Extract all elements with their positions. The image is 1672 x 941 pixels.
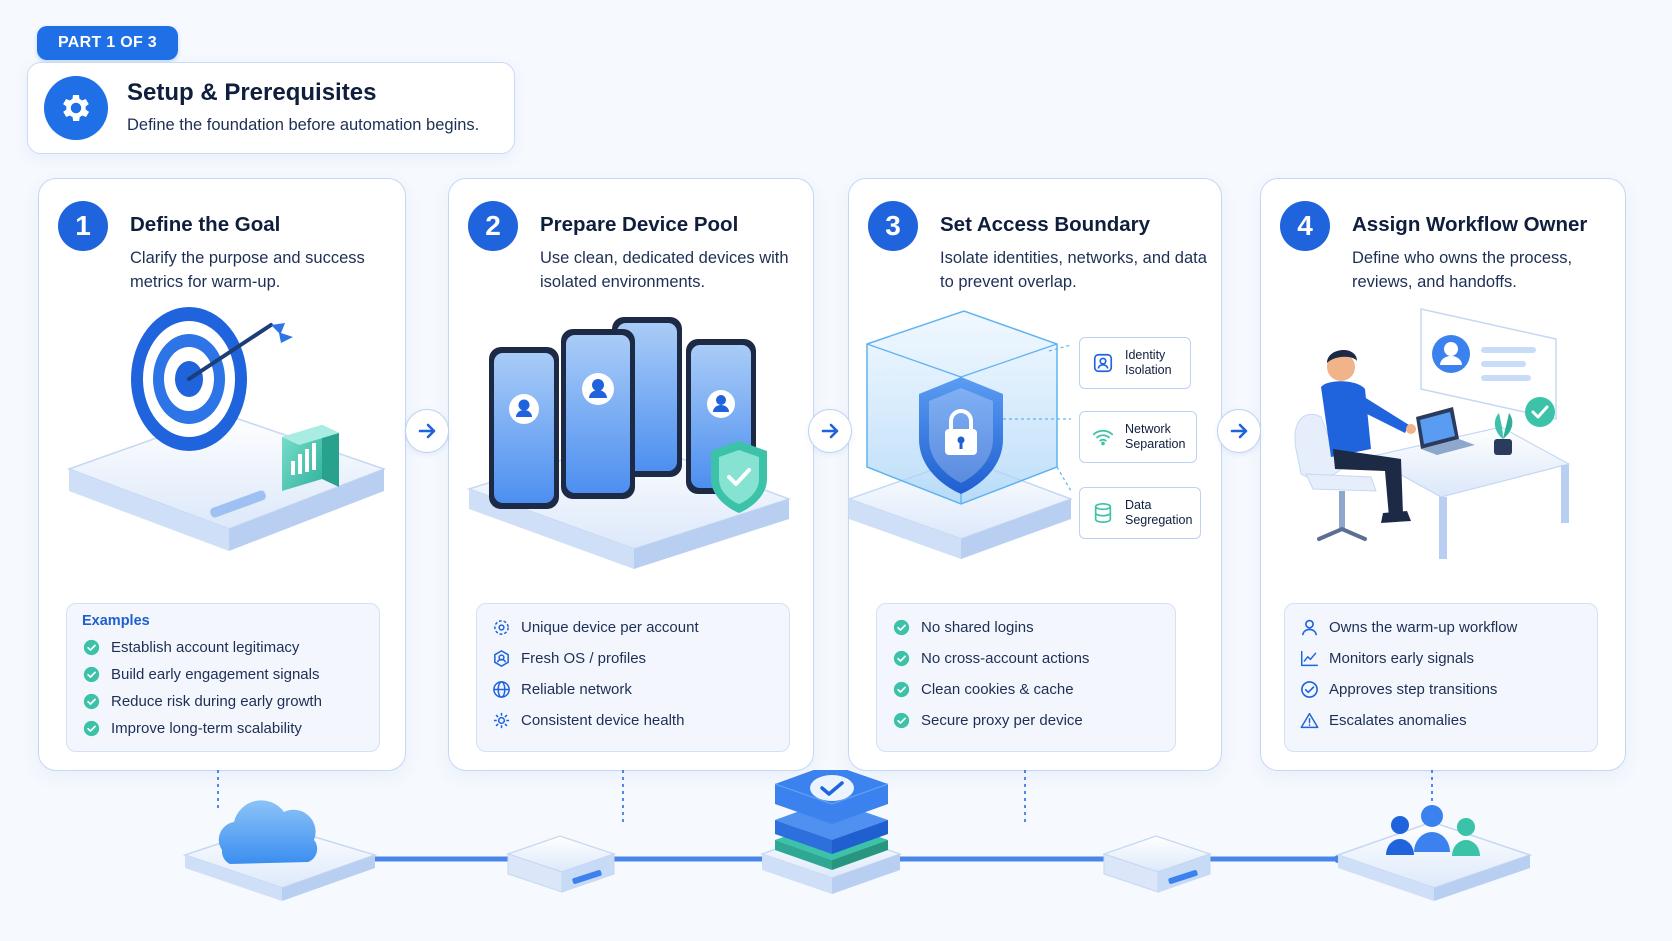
step-number: 2: [468, 201, 518, 251]
check-circle-icon: [82, 665, 101, 684]
device-pool-illustration: [466, 317, 792, 569]
list-item: Improve long-term scalability: [82, 719, 302, 738]
step-card-workflow-owner: 4 Assign Workflow Owner Define who owns …: [1260, 178, 1626, 771]
user-icon: [1300, 618, 1319, 637]
step-title: Assign Workflow Owner: [1352, 213, 1588, 236]
device-requirements-list: Unique device per account Fresh OS / pro…: [476, 603, 790, 752]
wifi-icon: [1090, 424, 1116, 450]
step-description: Define who owns the process, reviews, an…: [1352, 249, 1573, 291]
list-item: Reduce risk during early growth: [82, 692, 322, 711]
gear-icon: [44, 76, 108, 140]
step-number: 3: [868, 201, 918, 251]
arrow-right-icon: [418, 423, 436, 439]
step-title: Prepare Device Pool: [540, 213, 739, 236]
refresh-icon: [492, 618, 511, 637]
check-circle-icon: [82, 719, 101, 738]
warning-icon: [1300, 711, 1319, 730]
owner-responsibilities-list: Owns the warm-up workflow Monitors early…: [1284, 603, 1598, 752]
check-circle-icon: [82, 638, 101, 657]
check-circle-icon: [892, 680, 911, 699]
access-boundary-illustration: [849, 310, 1074, 559]
arrow-right-icon: [1230, 423, 1248, 439]
list-item: Unique device per account: [492, 618, 699, 637]
list-item: Secure proxy per device: [892, 711, 1083, 730]
access-rules-list: No shared logins No cross-account action…: [876, 603, 1176, 752]
trend-chart-icon: [1300, 649, 1319, 668]
page-subtitle: Define the foundation before automation …: [127, 116, 480, 134]
user-icon: [1090, 350, 1116, 376]
step-card-define-goal: 1 Define the Goal Clarify the purpose an…: [38, 178, 406, 771]
list-item: No shared logins: [892, 618, 1034, 637]
infrastructure-strip: [182, 770, 1533, 901]
list-item: Consistent device health: [492, 711, 684, 730]
list-item: Fresh OS / profiles: [492, 649, 646, 668]
examples-list: Examples Establish account legitimacy Bu…: [66, 603, 380, 752]
check-circle-icon: [892, 649, 911, 668]
step-description: Use clean, dedicated devices with isolat…: [540, 249, 789, 291]
database-icon: [1090, 500, 1116, 526]
list-item: Monitors early signals: [1300, 649, 1474, 668]
examples-label: Examples: [82, 613, 150, 629]
step-card-device-pool: 2 Prepare Device Pool Use clean, dedicat…: [448, 178, 814, 771]
step-arrow-2-3: [808, 409, 852, 453]
check-circle-icon: [892, 711, 911, 730]
list-item: Owns the warm-up workflow: [1300, 618, 1517, 637]
check-circle-icon: [892, 618, 911, 637]
part-badge: PART 1 OF 3: [37, 26, 178, 60]
globe-icon: [492, 680, 511, 699]
step-number: 4: [1280, 201, 1330, 251]
workflow-owner-illustration: [1294, 308, 1571, 559]
list-item: Build early engagement signals: [82, 665, 319, 684]
list-item: Establish account legitimacy: [82, 638, 299, 657]
list-item: Clean cookies & cache: [892, 680, 1074, 699]
target-illustration: [66, 307, 387, 551]
check-circle-icon: [82, 692, 101, 711]
page-title: Setup & Prerequisites: [127, 79, 377, 106]
list-item: Approves step transitions: [1300, 680, 1497, 699]
step-number: 1: [58, 201, 108, 251]
gear-small-icon: [492, 711, 511, 730]
profile-settings-icon: [492, 649, 511, 668]
step-description: Isolate identities, networks, and data t…: [940, 249, 1207, 291]
step-title: Set Access Boundary: [940, 213, 1151, 236]
list-item: No cross-account actions: [892, 649, 1089, 668]
section-header: Setup & Prerequisites Define the foundat…: [27, 62, 515, 154]
step-description: Clarify the purpose and success metrics …: [130, 249, 365, 291]
step-arrow-3-4: [1217, 409, 1261, 453]
list-item: Reliable network: [492, 680, 632, 699]
check-circle-outline-icon: [1300, 680, 1319, 699]
list-item: Escalates anomalies: [1300, 711, 1467, 730]
step-title: Define the Goal: [130, 213, 281, 236]
step-arrow-1-2: [405, 409, 449, 453]
arrow-right-icon: [821, 423, 839, 439]
step-card-access-boundary: 3 Set Access Boundary Isolate identities…: [848, 178, 1222, 771]
